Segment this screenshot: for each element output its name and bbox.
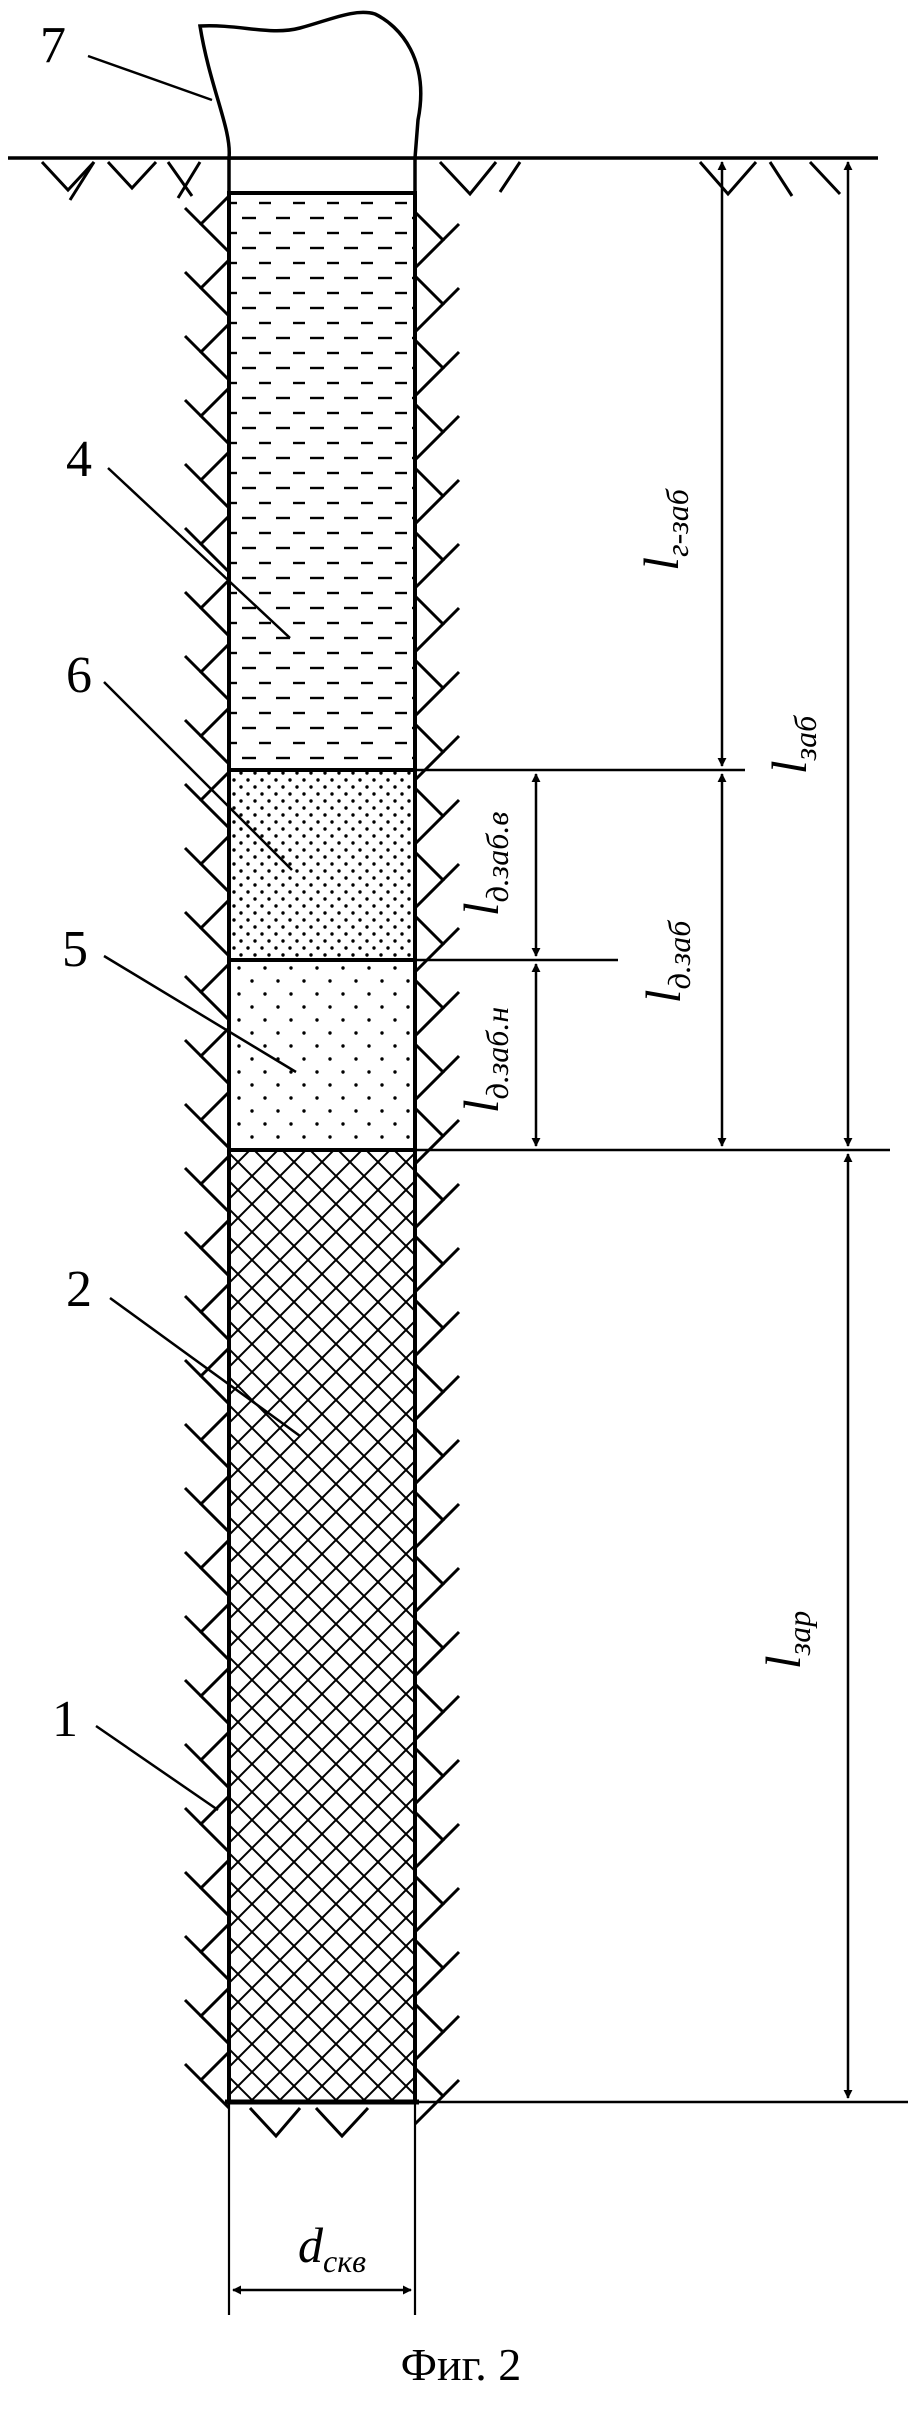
dim-label-d-skv: dскв (298, 2217, 366, 2279)
stemming-section-4 (229, 193, 415, 770)
lower-filler-section-5 (229, 960, 415, 1150)
dim-label-l-d-zab-v: lд.заб.в (453, 812, 515, 917)
bottom-hatching (250, 2108, 368, 2136)
dim-label-l-g-zab: lг-заб (633, 488, 695, 571)
ground-surface (8, 158, 878, 200)
callout-5: 5 (62, 921, 88, 978)
callout-6: 6 (66, 647, 92, 704)
callout-1: 1 (52, 1691, 78, 1748)
plug-7 (200, 12, 421, 158)
callout-7: 7 (40, 17, 66, 74)
dim-label-l-zar: lзар (755, 1611, 817, 1669)
upper-filler-section-6 (229, 770, 415, 960)
callout-2: 2 (66, 1261, 92, 1318)
dim-label-l-d-zab-n: lд.заб.н (453, 1007, 515, 1114)
dim-label-l-d-zab: lд.заб (635, 920, 697, 1004)
callout-4: 4 (66, 431, 92, 488)
figure-caption: Фиг. 2 (401, 2339, 522, 2390)
explosive-charge-section-2 (229, 1150, 415, 2102)
dim-label-l-zab: lзаб (761, 715, 823, 774)
